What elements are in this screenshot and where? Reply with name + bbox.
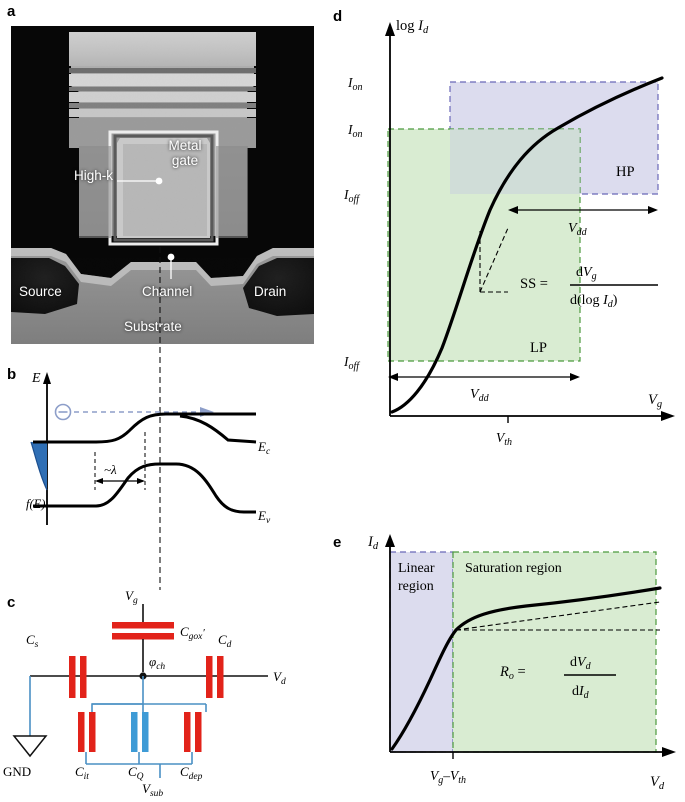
lower-branch-left-wire <box>91 676 144 712</box>
panel-c-cdep-label: Cdep <box>180 764 203 782</box>
panel-b-band-diagram: E f(E) Ec Ev ~λ <box>26 371 271 526</box>
ro-formula-label: Ro = <box>499 664 526 682</box>
valence-band-edge <box>33 462 176 508</box>
panel-e-x-axis-label: Vd <box>650 774 665 792</box>
panel-d-y-axis-label: log Id <box>396 18 429 36</box>
tem-label-high-k: High-k <box>74 168 114 183</box>
ss-formula-denominator: d(log Id) <box>570 293 618 310</box>
panel-b-ev-label: Ev <box>257 508 271 526</box>
panel-b-letter: b <box>7 366 17 383</box>
panel-d-x-axis-label: Vg <box>648 392 662 410</box>
panel-d-letter: d <box>333 8 343 25</box>
ss-tangent-line <box>479 227 509 293</box>
panel-c-capacitance-network: Vg Cgox′ φch Cs Cd Vd GND Cit <box>3 588 286 798</box>
panel-c-cd-label: Cd <box>218 632 232 650</box>
tem-label-drain: Drain <box>254 284 287 299</box>
panel-c-phich-label: φch <box>149 654 165 672</box>
panel-d-id-vg-curve <box>390 76 664 414</box>
panel-e-x-axis-arrowhead <box>662 747 676 757</box>
valence-band-edge-drain <box>175 462 256 514</box>
ss-formula-numerator: dVg <box>576 265 597 282</box>
panel-d-x-axis-arrowhead <box>661 411 675 421</box>
panel-c-vsub-label: Vsub <box>142 781 163 798</box>
ro-tangent-upper <box>455 601 661 631</box>
ss-formula-label: SS = <box>520 276 548 292</box>
lp-vdd-arrow-right <box>570 373 580 381</box>
panel-c-cit-label: Cit <box>75 764 89 782</box>
cdep-plate-right <box>195 712 202 752</box>
tem-label-metal-gate: Metal gate <box>168 138 202 169</box>
lp-vdd-label: Vdd <box>470 387 490 404</box>
gnd-triangle <box>12 735 48 758</box>
panel-e-id-vd-curve <box>390 586 662 751</box>
panel-d-ytick-ioff-hp: Ioff <box>343 187 360 205</box>
tem-micrograph <box>11 26 314 344</box>
panel-b-y-axis-label: E <box>31 371 41 386</box>
tem-label-substrate: Substrate <box>124 319 182 334</box>
panel-d-xtick-vth: Vth <box>496 430 512 448</box>
hp-region-label: HP <box>616 164 635 180</box>
linear-region-label-line1: Linear <box>398 561 435 576</box>
tem-leader-lines <box>117 177 175 279</box>
cs-plate-right <box>80 656 87 698</box>
lambda-span-arrow-right <box>137 478 145 484</box>
panel-d-ytick-ion-lp: Ion <box>347 122 363 140</box>
panel-c-gnd-label: GND <box>3 764 31 779</box>
saturation-region-label: Saturation region <box>465 561 562 576</box>
conduction-band-edge <box>33 412 256 444</box>
cd-plate-right <box>217 656 224 698</box>
fermi-distribution-curve <box>30 441 48 491</box>
panel-a-letter: a <box>7 3 16 20</box>
cit-plate-right <box>89 712 96 752</box>
saturation-region-box <box>452 551 657 753</box>
panel-c-vd-label: Vd <box>273 669 286 687</box>
cgox-plate-top <box>112 622 174 629</box>
panel-c-cgox-label: Cgox′ <box>180 624 205 642</box>
panel-e-y-axis-arrowhead <box>385 534 395 547</box>
panel-b-fe-label: f(E) <box>26 497 45 511</box>
panel-c-vg-label: Vg <box>125 588 138 606</box>
panel-e-xtick-vg-vth: Vg–Vth <box>430 768 466 786</box>
panel-d-transfer-curve-chart: log Id Vg Ion Ion Ioff Ioff Vth SS = dVg… <box>343 18 675 448</box>
hp-vdd-arrow-left <box>508 206 518 214</box>
hp-lp-overlap <box>450 129 580 194</box>
cgox-plate-bottom <box>112 633 174 640</box>
linear-region-label-line2: region <box>398 579 434 594</box>
panel-e-letter: e <box>333 534 342 551</box>
panel-d-ytick-ioff-lp: Ioff <box>343 354 360 372</box>
cq-plate-left <box>131 712 138 752</box>
electron-symbol-circle <box>54 403 72 421</box>
tem-label-channel: Channel <box>142 284 193 299</box>
panel-b-y-axis-arrowhead <box>43 372 51 384</box>
conduction-band-edge-drain <box>179 414 257 444</box>
hp-vdd-arrow-right <box>648 206 658 214</box>
lp-vdd-arrow-left <box>388 373 398 381</box>
panel-d-ytick-ion-hp: Ion <box>347 75 363 93</box>
cd-plate-left <box>206 656 213 698</box>
panel-e-output-curve-chart: Id Vd Linear region Saturation region Vg… <box>367 534 676 792</box>
panel-b-ec-label: Ec <box>257 439 271 457</box>
panel-c-letter: c <box>7 594 16 611</box>
lp-region-label: LP <box>530 340 547 356</box>
tem-label-source: Source <box>19 284 62 299</box>
panel-c-cs-label: Cs <box>26 632 39 650</box>
lambda-span-arrow-left <box>95 478 103 484</box>
cdep-plate-left <box>184 712 191 752</box>
cs-plate-left <box>69 656 76 698</box>
cq-plate-right <box>142 712 149 752</box>
panel-d-y-axis-arrowhead <box>385 22 395 36</box>
panel-c-cq-label: CQ <box>128 764 144 782</box>
panel-e-y-axis-label: Id <box>367 534 379 552</box>
cit-plate-left <box>78 712 85 752</box>
panel-a-tem-image: Metal gate High-k Source Channel Drain S… <box>11 26 314 344</box>
lambda-label: ~λ <box>104 462 117 477</box>
